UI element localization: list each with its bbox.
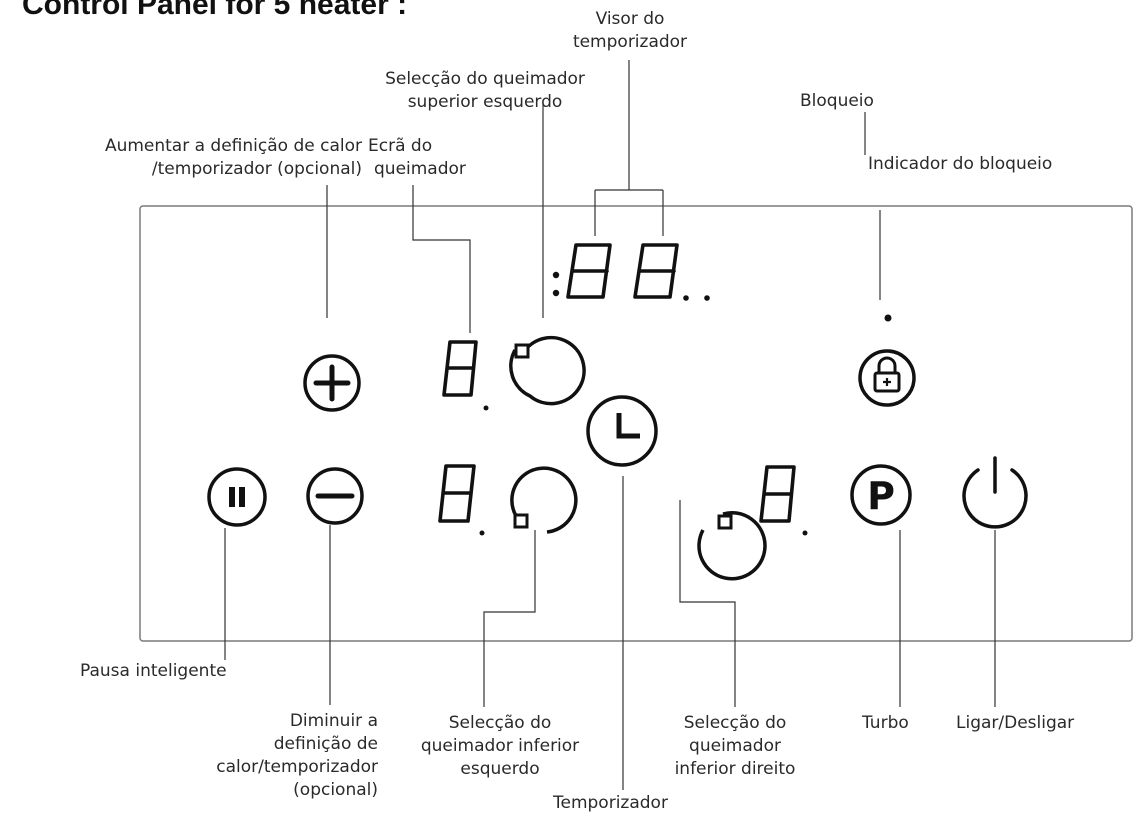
label-turbo: Turbo [862, 713, 909, 733]
leader-timer-display [594, 60, 664, 236]
timer-colon-top [552, 271, 560, 279]
lock-button[interactable] [858, 349, 916, 407]
label-power: Ligar/Desligar [956, 713, 1075, 733]
burner-display-lower-left [438, 464, 485, 536]
clock-icon [616, 413, 640, 439]
increase-button[interactable] [303, 354, 361, 412]
turbo-p-icon: P [867, 474, 895, 518]
leader-lines [224, 60, 996, 790]
burner-display-upper-left [442, 340, 489, 411]
burner-circle-icon [510, 466, 578, 534]
decrease-button[interactable] [306, 467, 364, 525]
upper-left-burner-selection[interactable] [509, 335, 586, 406]
panel-frame [139, 205, 1133, 642]
timer-dot-1 [683, 295, 689, 301]
label-smart-pause: Pausa inteligente [80, 661, 227, 681]
pause-icon [229, 487, 245, 507]
lower-right-burner-selection[interactable] [697, 511, 767, 581]
timer-dot-2 [704, 295, 710, 301]
lock-icon [873, 356, 901, 393]
timer-colon-bottom [552, 289, 560, 297]
leader-burner-display [412, 185, 471, 333]
leader-lower-left-selection [483, 530, 536, 707]
burner-circle-icon [509, 335, 586, 406]
label-timer: Temporizador [553, 793, 668, 813]
lock-indicator-dot [884, 314, 892, 322]
leader-lower-right-selection [679, 500, 736, 707]
label-lock-indicator: Indicador do bloqueio [868, 154, 1053, 174]
burner-circle-icon [697, 511, 767, 581]
plus-icon [313, 364, 351, 402]
lower-left-burner-selection[interactable] [510, 466, 578, 534]
page-title: Control Panel for 5 heater : [22, 0, 408, 21]
timer-display [552, 243, 710, 301]
power-icon [962, 468, 1028, 529]
timer-button[interactable] [586, 395, 658, 467]
label-lock: Bloqueio [800, 91, 874, 111]
timer-digit-1 [566, 243, 612, 299]
power-button[interactable] [962, 456, 1028, 529]
burner-display-lower-right [759, 465, 808, 536]
timer-digit-2 [633, 243, 679, 299]
label-increase: Aumentar a definição de calor/temporizad… [104, 136, 362, 179]
turbo-button[interactable]: P [850, 464, 912, 526]
smart-pause-button[interactable] [207, 467, 267, 527]
